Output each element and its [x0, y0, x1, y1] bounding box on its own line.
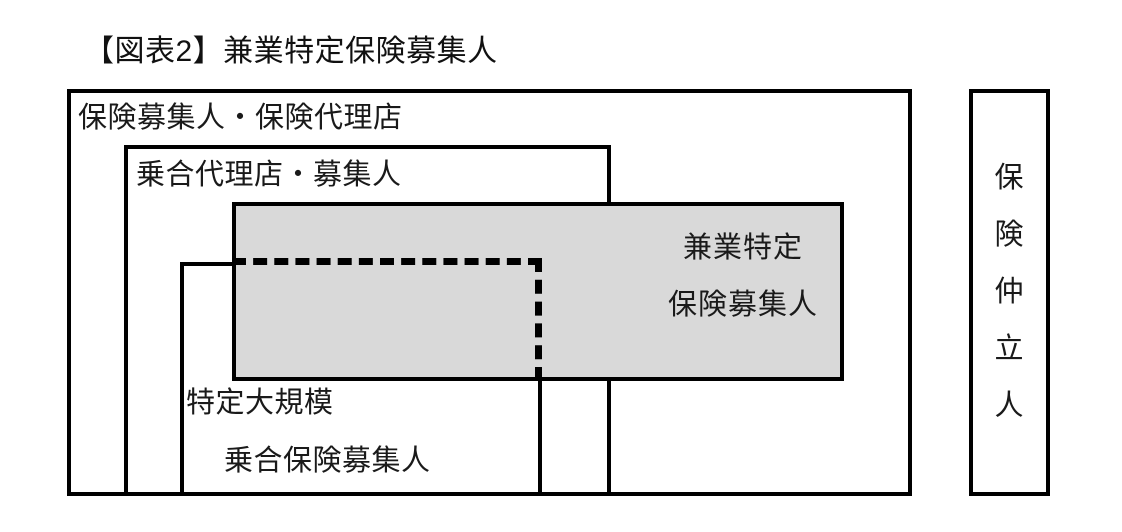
- box-insurance-solicitor-agency: [67, 89, 912, 496]
- label-side-business-specified-solicitor: 兼業特定 保険募集人: [668, 220, 818, 334]
- dashed-region-top-edge: [232, 258, 542, 265]
- box-insurance-broker: [969, 89, 1050, 496]
- label-multi-agency-solicitor: 乗合代理店・募集人: [136, 159, 402, 191]
- label-insurance-solicitor-agency: 保険募集人・保険代理店: [78, 102, 403, 134]
- label-large-scale-line1: 特定大規模: [186, 387, 334, 419]
- figure-title: 【図表2】兼業特定保険募集人: [84, 35, 498, 68]
- label-side-business-line1: 兼業特定: [682, 232, 803, 264]
- label-side-business-line2: 保険募集人: [667, 289, 818, 321]
- dashed-region-right-edge: [535, 258, 542, 381]
- label-large-scale-line2: 乗合保険募集人: [224, 445, 431, 477]
